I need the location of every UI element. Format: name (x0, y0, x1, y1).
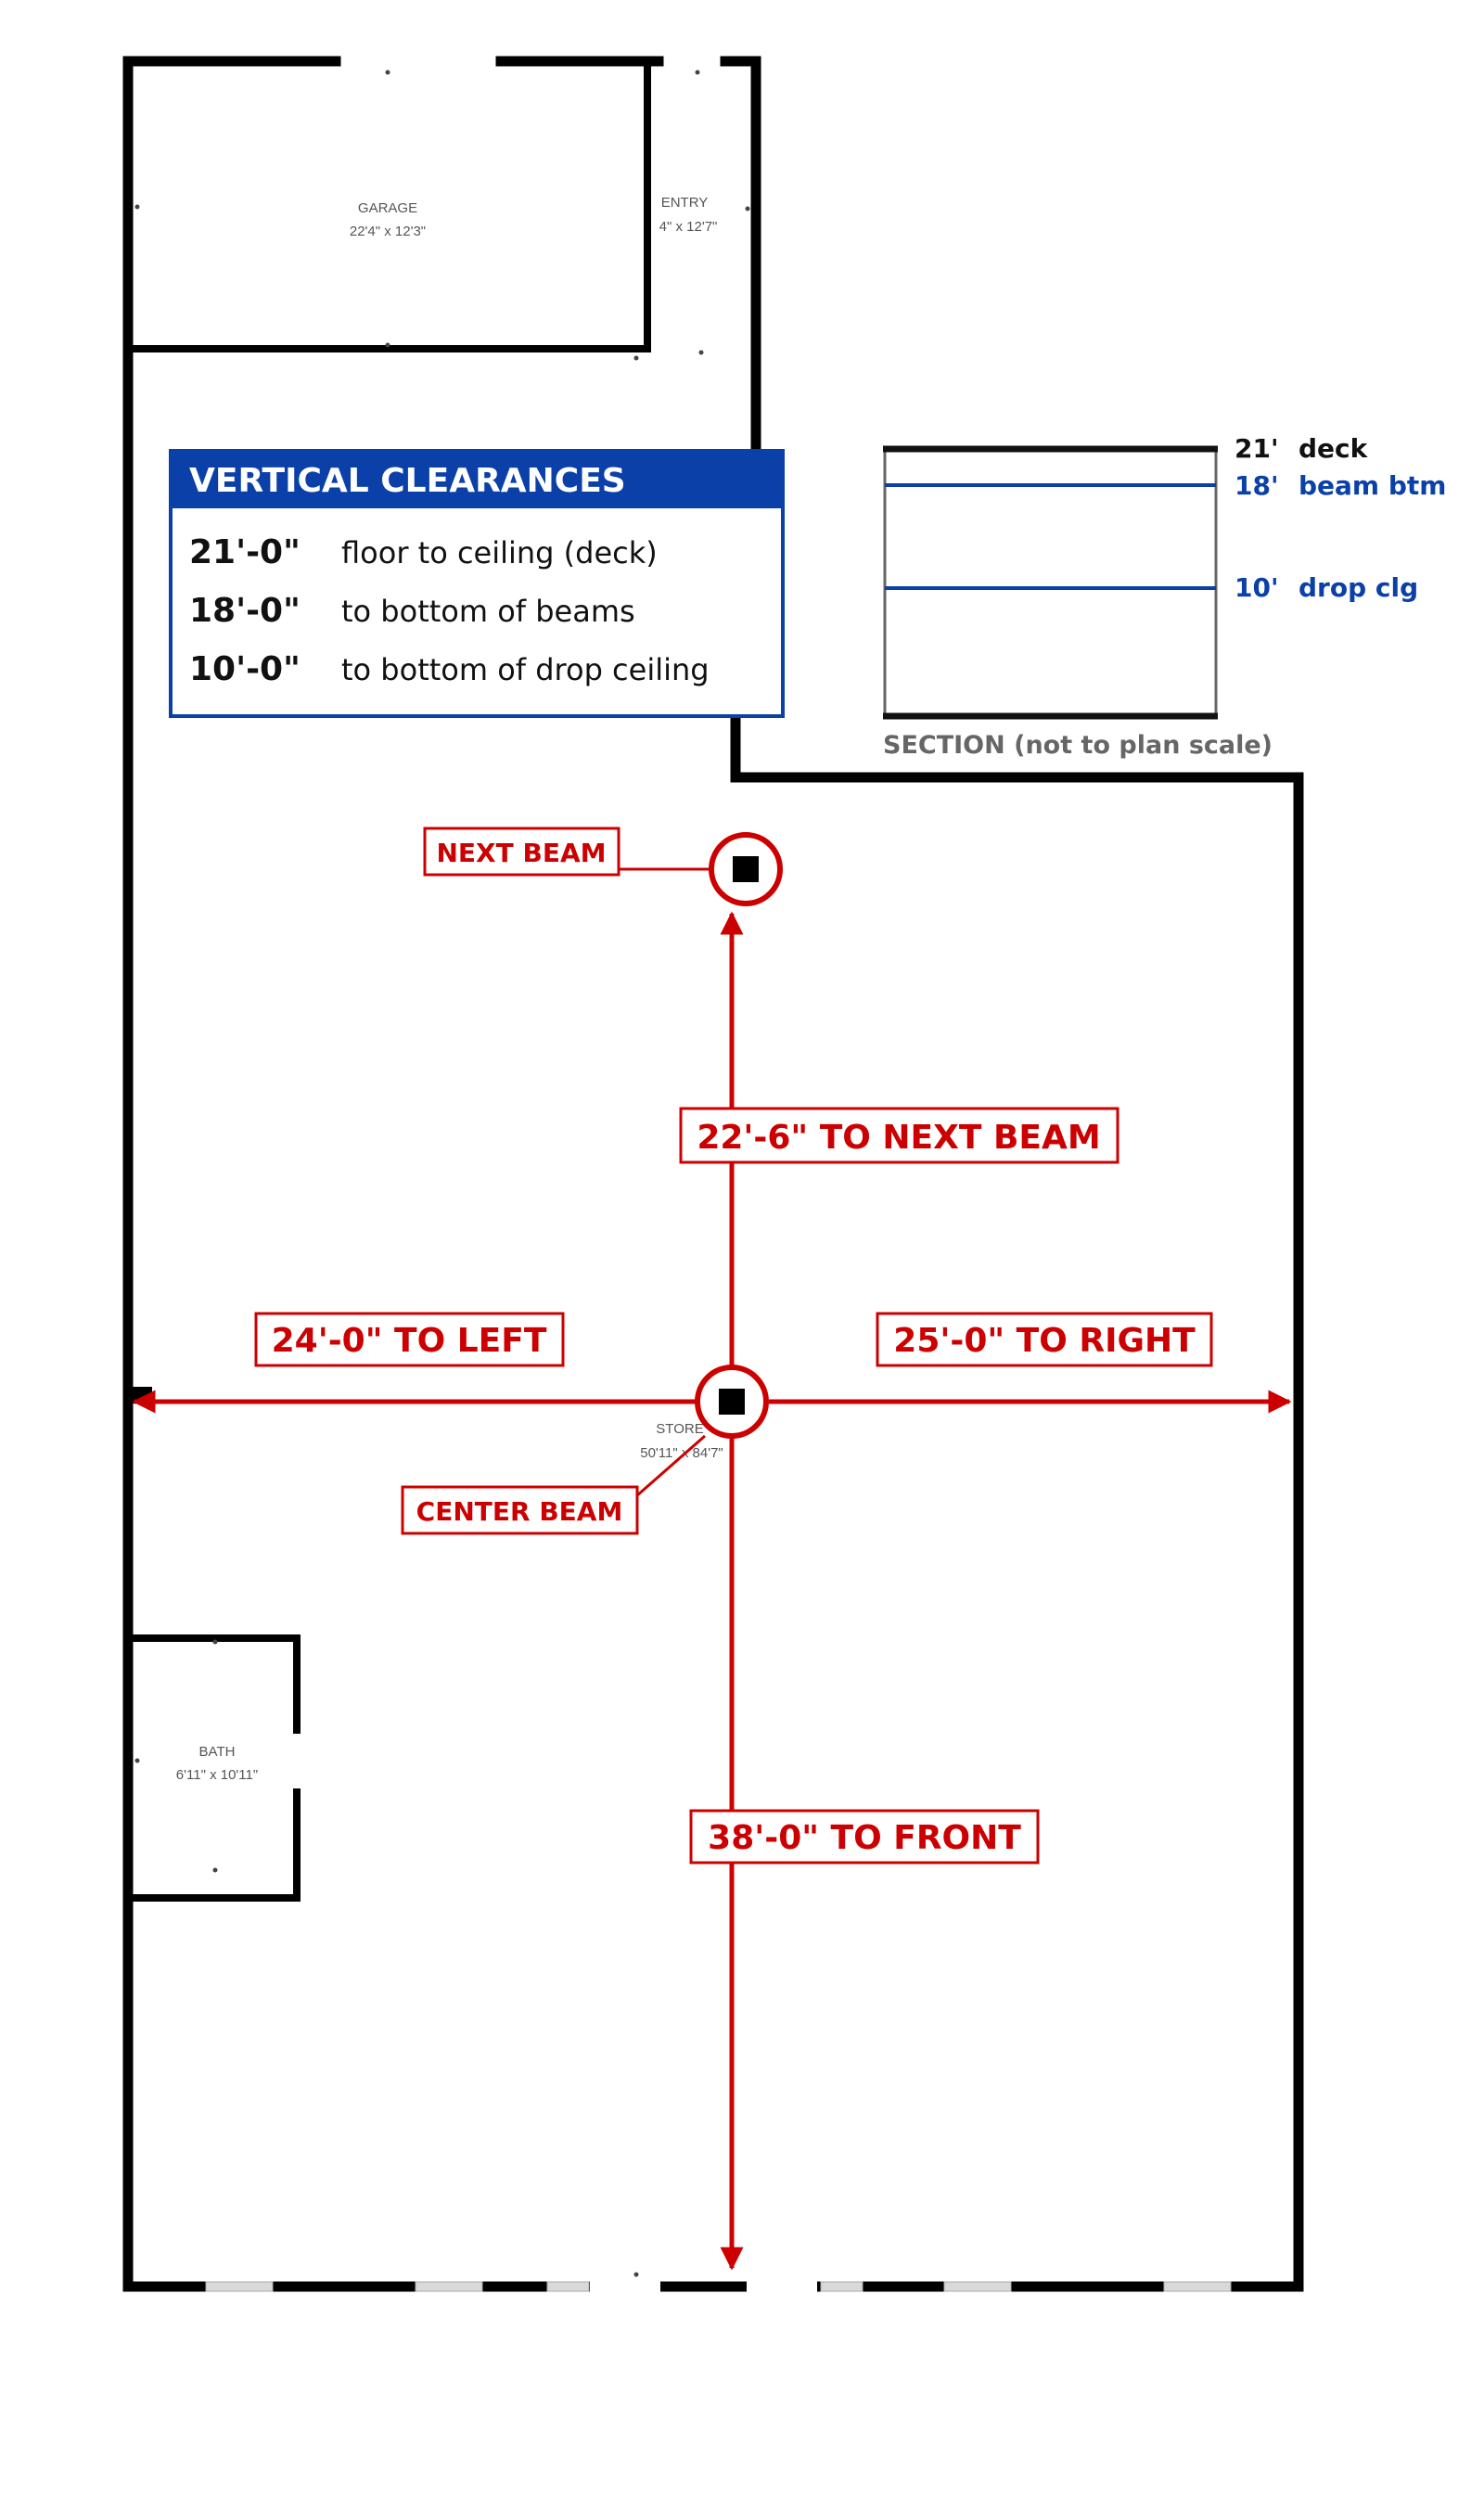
clearance-desc: to bottom of beams (341, 594, 635, 629)
to-right-label: 25'-0" TO RIGHT (893, 1322, 1196, 1360)
front-windows (205, 2281, 1232, 2292)
garage-dims: 22'4" x 12'3" (350, 224, 426, 239)
window (546, 2281, 590, 2292)
window (943, 2281, 1012, 2292)
window (1163, 2281, 1232, 2292)
window (205, 2281, 274, 2292)
front-door-opening (747, 2278, 817, 2295)
window (415, 2281, 483, 2292)
store-dims: 50'11" x 84'7" (640, 1445, 723, 1461)
to-left-label: 24'-0" TO LEFT (272, 1322, 547, 1360)
to-next-beam-label: 22'-6" TO NEXT BEAM (697, 1119, 1100, 1157)
next-beam-column (733, 856, 759, 882)
clearance-value: 18'-0" (189, 592, 301, 630)
clearance-desc: floor to ceiling (deck) (341, 535, 658, 570)
center-beam-column (719, 1389, 745, 1415)
section-caption: SECTION (not to plan scale) (883, 731, 1273, 760)
drop-label: drop clg (1298, 572, 1418, 603)
interior-walls (124, 61, 651, 1902)
bath-dims: 6'11" x 10'11" (176, 1767, 258, 1783)
entry-dims: 4" x 12'7" (659, 219, 718, 235)
next-beam (709, 832, 783, 906)
next-beam-label: NEXT BEAM (437, 838, 607, 868)
to-next-beam-callout: 22'-6" TO NEXT BEAM (679, 1107, 1119, 1164)
clearances-title: VERTICAL CLEARANCES (189, 462, 626, 500)
section-diagram: 21' deck 18' beam btm 10' drop clg SECTI… (883, 433, 1446, 760)
garage-name: GARAGE (358, 200, 417, 216)
deck-height: 21' (1235, 433, 1279, 464)
next-beam-callout: NEXT BEAM (423, 827, 620, 877)
wall-markers (134, 70, 750, 2277)
vertical-clearances-panel: VERTICAL CLEARANCES 21'-0" floor to ceil… (169, 449, 785, 718)
beam-label: beam btm (1298, 470, 1446, 501)
entry-name: ENTRY (661, 195, 709, 211)
center-beam-callout: CENTER BEAM (401, 1485, 639, 1535)
to-left-callout: 24'-0" TO LEFT (254, 1312, 565, 1367)
building-walls (122, 56, 1304, 2292)
clearance-value: 21'-0" (189, 533, 301, 571)
front-door-opening (590, 2278, 660, 2295)
clearances-header (171, 451, 783, 508)
bath-name: BATH (199, 1744, 236, 1760)
window (820, 2281, 864, 2292)
clearance-value: 10'-0" (189, 650, 301, 688)
center-beam-label: CENTER BEAM (416, 1496, 623, 1527)
clearance-desc: to bottom of drop ceiling (341, 652, 710, 687)
to-front-callout: 38'-0" TO FRONT (689, 1809, 1040, 1865)
to-right-callout: 25'-0" TO RIGHT (876, 1312, 1213, 1367)
store-name: STORE (656, 1421, 703, 1437)
beam-height: 18' (1235, 470, 1279, 501)
deck-label: deck (1298, 433, 1369, 464)
to-front-label: 38'-0" TO FRONT (708, 1819, 1021, 1857)
center-beam (695, 1365, 769, 1439)
drop-height: 10' (1235, 572, 1279, 603)
